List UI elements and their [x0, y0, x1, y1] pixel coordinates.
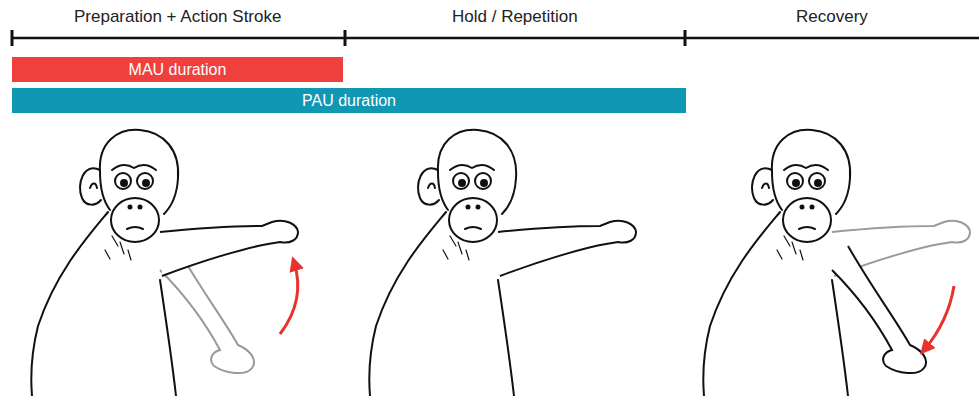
ape-arm-current	[498, 221, 636, 276]
ape-arm-current	[160, 221, 298, 276]
timeline-tick	[344, 30, 347, 46]
timeline-axis	[12, 37, 979, 40]
phase-label: Recovery	[792, 7, 872, 27]
ape-figure	[31, 130, 298, 396]
duration-bar: MAU duration	[12, 57, 343, 82]
motion-arrow	[280, 262, 298, 334]
timeline-tick	[684, 30, 687, 46]
timeline-tick	[11, 30, 14, 46]
duration-bar: PAU duration	[12, 88, 686, 113]
motion-arrow	[924, 286, 954, 350]
ape-body	[31, 130, 178, 396]
ape-figure	[703, 130, 970, 396]
phase-label: Preparation + Action Stroke	[70, 7, 285, 27]
ape-figure	[369, 130, 636, 396]
ape-body	[703, 130, 850, 396]
bar-label: PAU duration	[302, 92, 396, 110]
bar-label: MAU duration	[129, 61, 227, 79]
ape-arm-current	[832, 246, 926, 373]
phase-label: Hold / Repetition	[448, 7, 582, 27]
ape-body	[369, 130, 516, 396]
